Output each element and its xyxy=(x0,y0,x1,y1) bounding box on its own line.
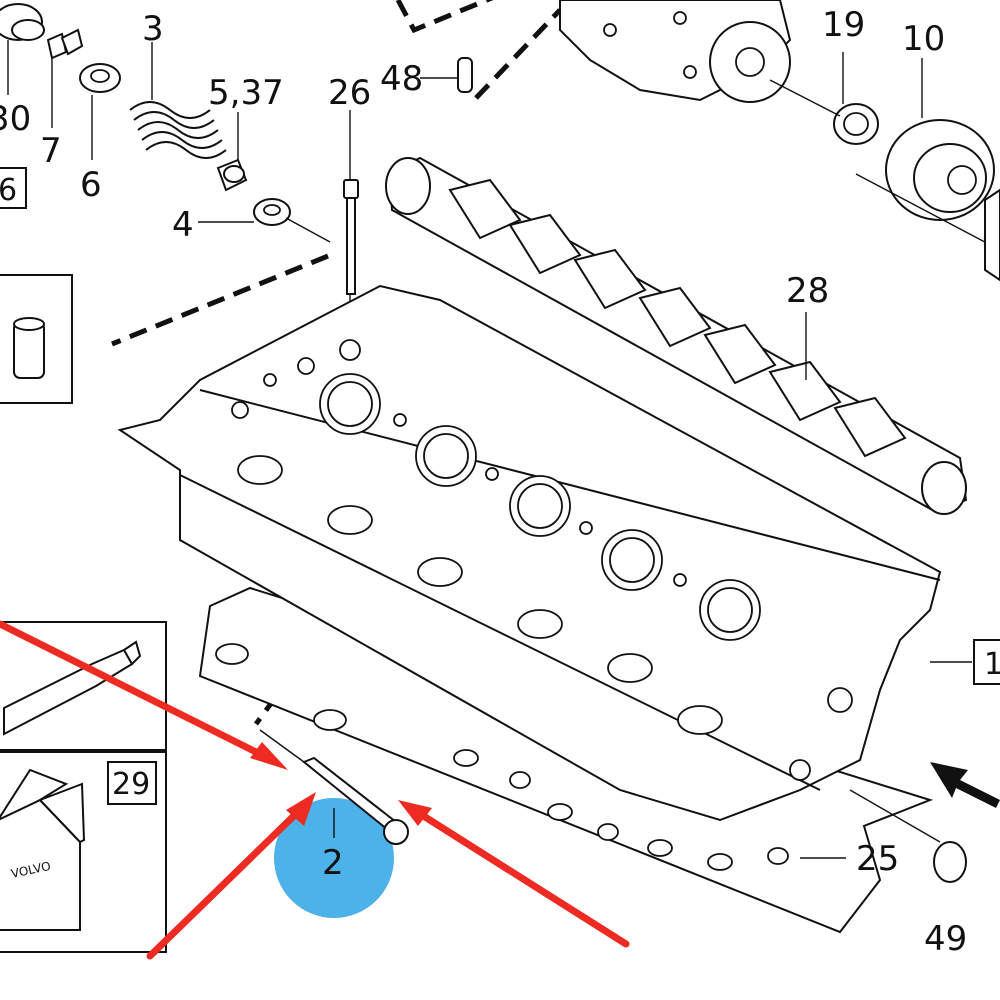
boxed-label-1: 1 xyxy=(984,647,1000,682)
cylinder-head-1-icon xyxy=(117,284,972,822)
red-arrow-right xyxy=(410,806,630,948)
callout-7: 7 xyxy=(40,131,62,171)
callout-5-37: 5,37 xyxy=(208,73,284,113)
callout-3: 3 xyxy=(142,9,164,49)
red-arrowhead-left xyxy=(250,742,288,770)
callout-49: 49 xyxy=(924,919,967,959)
callout-19: 19 xyxy=(822,5,865,45)
bolt-2-icon xyxy=(259,729,409,918)
gear-edge-icon xyxy=(984,188,1000,282)
callout-48: 48 xyxy=(380,59,423,99)
tappet-part-icon xyxy=(0,3,45,41)
sealant-box xyxy=(0,621,167,751)
dashed-guide-1 xyxy=(111,253,329,347)
seal-19-icon xyxy=(769,52,879,145)
valve-keeper-icon xyxy=(46,28,84,60)
timing-cover-fragment-icon xyxy=(559,0,792,103)
boxed-label-1-frame xyxy=(973,639,1000,685)
plug-49-icon xyxy=(849,789,967,883)
callout-10: 10 xyxy=(902,19,945,59)
valve-washer-icon xyxy=(253,198,291,226)
parts-box-29: VOLVO xyxy=(0,751,167,953)
valve-spring-icon xyxy=(129,101,227,159)
red-arrow-bottom xyxy=(146,800,310,960)
red-arrowhead-bottom xyxy=(286,792,316,826)
red-arrow-left xyxy=(0,620,276,764)
callout-28: 28 xyxy=(786,271,829,311)
direction-arrow-icon xyxy=(930,762,1000,808)
bolt-26-icon xyxy=(343,110,359,330)
valve-parts-group xyxy=(0,3,331,243)
spring-seat-icon xyxy=(79,63,121,93)
callout-2: 2 xyxy=(322,843,344,883)
cam-gear-10-icon xyxy=(855,58,1000,251)
callout-25: 25 xyxy=(856,839,899,879)
dashed-guide-2 xyxy=(395,0,494,34)
dowel-48-icon xyxy=(420,57,473,93)
highlight-circle xyxy=(274,798,394,918)
callout-30: 30 xyxy=(0,99,31,139)
red-arrows xyxy=(0,620,630,960)
tappet-box xyxy=(0,274,73,404)
boxed-label-6: 6 xyxy=(0,173,17,208)
boxed-label-29: 29 xyxy=(112,767,150,802)
red-arrowhead-right xyxy=(398,800,432,826)
boxed-label-6-frame xyxy=(0,167,27,209)
valve-seal-icon xyxy=(216,158,248,192)
camshaft-28-icon xyxy=(385,156,968,515)
callout-6: 6 xyxy=(80,165,102,205)
callout-26: 26 xyxy=(328,73,371,113)
callout-4: 4 xyxy=(172,205,194,245)
dashed-guide-3 xyxy=(474,8,562,100)
